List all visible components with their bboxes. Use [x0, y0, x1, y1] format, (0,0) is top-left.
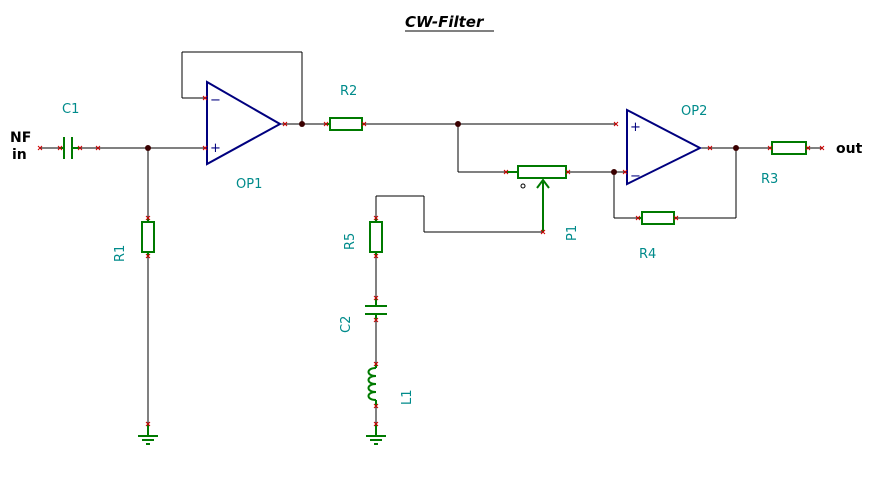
- op2-plus-pin: +: [630, 120, 641, 135]
- pin-marker: [282, 121, 288, 127]
- pin-marker: [323, 121, 329, 127]
- op2-minus-pin: −: [630, 169, 641, 184]
- label-r2: R2: [340, 84, 357, 99]
- resistor-r3: [770, 141, 808, 155]
- pin-marker: [673, 215, 679, 221]
- pin-markers: [37, 95, 825, 427]
- pin-marker: [540, 229, 546, 235]
- resistor-r2: [326, 117, 364, 131]
- label-c2: C2: [339, 316, 354, 333]
- junction-node: [455, 121, 461, 127]
- label-r5: R5: [343, 233, 358, 250]
- potentiometer-p1: [506, 165, 568, 232]
- capacitor-c1: [60, 137, 80, 159]
- op1-plus-pin: +: [210, 141, 221, 156]
- pin-marker: [361, 121, 367, 127]
- pin-marker: [622, 169, 628, 175]
- pin-marker: [202, 95, 208, 101]
- pin-marker: [635, 215, 641, 221]
- input-label-nf: NF: [10, 130, 31, 146]
- junction-dots: [145, 121, 739, 175]
- pin-marker: [373, 361, 379, 367]
- resistor-r1: [141, 218, 155, 256]
- label-r4: R4: [639, 247, 656, 262]
- pin-marker: [565, 169, 571, 175]
- capacitor-c2: [365, 298, 387, 320]
- label-r1: R1: [113, 245, 128, 262]
- pin-marker: [805, 145, 811, 151]
- resistor-r4: [638, 211, 676, 225]
- pin-marker: [707, 145, 713, 151]
- pin-marker: [819, 145, 825, 151]
- pin-marker: [95, 145, 101, 151]
- pin-marker: [77, 145, 83, 151]
- ground-symbol: [138, 424, 158, 445]
- output-label: out: [836, 141, 863, 157]
- pin-marker: [767, 145, 773, 151]
- junction-node: [299, 121, 305, 127]
- label-l1: L1: [400, 389, 415, 405]
- pin-marker: [503, 169, 509, 175]
- schematic-title: CW-Filter: [405, 13, 485, 31]
- ground-symbol: [366, 424, 386, 445]
- pin-marker: [373, 253, 379, 259]
- opamp-op1: − +: [206, 80, 283, 166]
- pin-marker: [373, 215, 379, 221]
- pin-marker: [145, 215, 151, 221]
- label-op1: OP1: [236, 177, 262, 192]
- opamp-op2: + −: [626, 108, 703, 186]
- junction-node: [611, 169, 617, 175]
- input-label-in: in: [12, 147, 27, 163]
- junction-node: [145, 145, 151, 151]
- pin-marker: [202, 145, 208, 151]
- pin-marker: [145, 421, 151, 427]
- pin-marker: [57, 145, 63, 151]
- pin-marker: [37, 145, 43, 151]
- pin-marker: [373, 403, 379, 409]
- pin-marker: [145, 253, 151, 259]
- pin-marker: [373, 317, 379, 323]
- label-r3: R3: [761, 172, 778, 187]
- label-c1: C1: [62, 102, 79, 117]
- pin-marker: [373, 295, 379, 301]
- label-p1: P1: [565, 225, 580, 241]
- inductor-l1: [367, 364, 377, 406]
- label-op2: OP2: [681, 104, 707, 119]
- resistor-r5: [369, 218, 383, 256]
- junction-node: [733, 145, 739, 151]
- pin-marker: [373, 421, 379, 427]
- op1-minus-pin: −: [210, 93, 221, 108]
- pin-marker: [613, 121, 619, 127]
